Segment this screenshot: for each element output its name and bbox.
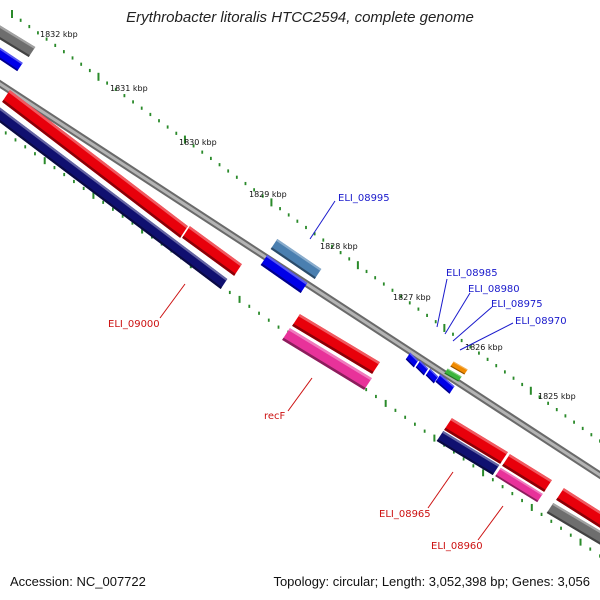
- gene-arrow-pink-recf-shadow: [282, 337, 366, 390]
- gene-label-eli-08975[interactable]: ELI_08975: [491, 299, 543, 310]
- gene-arrow-blue-1-shadow: [0, 57, 19, 72]
- gene-arrow-blue-eli-08985-highlight: [409, 352, 419, 362]
- gene-arrow-steel-eli-08995[interactable]: [270, 238, 322, 280]
- gene-arrow-blue-eli-08995-highlight: [266, 254, 308, 285]
- gene-arrow-red-eli-08965-highlight: [450, 418, 508, 455]
- gene-arrow-steel-eli-08995-highlight: [276, 238, 322, 271]
- gene-arrow-red-3-shadow: [556, 497, 600, 528]
- gene-arrow-gray-1-highlight: [0, 25, 36, 49]
- scale-label-1827: 1827 kbp: [393, 293, 431, 302]
- gene-arrow-red-3-highlight: [562, 488, 600, 515]
- scale-label-1829: 1829 kbp: [249, 190, 287, 199]
- gene-arrow-red-eli-08960-highlight: [508, 454, 552, 483]
- gene-arrow-red-recf-upper-shadow: [292, 323, 374, 374]
- scale-label-1832: 1832 kbp: [40, 30, 78, 39]
- gene-arrow-red-2-highlight: [188, 226, 242, 267]
- gene-label-eli-08960[interactable]: ELI_08960: [431, 541, 483, 552]
- gene-arrow-red-eli-08960-shadow: [502, 463, 546, 492]
- gene-label-eli-08980[interactable]: ELI_08980: [468, 284, 520, 295]
- gene-arrow-blue-eli-08970-highlight: [439, 374, 455, 388]
- gene-label-eli-08985[interactable]: ELI_08985: [446, 268, 498, 279]
- gene-arrow-red-eli-08965[interactable]: [444, 418, 508, 464]
- gene-arrow-navy-eli-08965-shadow: [436, 439, 494, 476]
- gene-arrow-navy-1-highlight: [0, 107, 228, 281]
- gene-arrow-red-2[interactable]: [182, 226, 242, 276]
- gene-arrow-pink-recf-highlight: [288, 328, 372, 381]
- gene-arrow-pink-eli-08960-shadow: [495, 474, 539, 503]
- scale-label-1825: 1825 kbp: [538, 392, 576, 401]
- gene-arrow-red-eli-08965-shadow: [444, 427, 502, 464]
- gene-arrow-green-shadow: [444, 372, 459, 382]
- scale-label-1831: 1831 kbp: [110, 84, 148, 93]
- gene-label-eli-08970[interactable]: ELI_08970: [515, 316, 567, 327]
- scale-label-1826: 1826 kbp: [465, 343, 503, 352]
- gene-arrow-blue-eli-08975-shadow: [425, 374, 435, 384]
- gene-arrow-red-2-shadow: [182, 235, 236, 276]
- gene-arrow-blue-eli-08980[interactable]: [415, 360, 429, 376]
- gene-arrow-red-recf-upper[interactable]: [292, 314, 380, 374]
- gene-arrow-gray-2-highlight: [552, 502, 600, 534]
- gene-features: [0, 25, 600, 545]
- gene-arrow-blue-eli-08980-highlight: [419, 360, 429, 370]
- gene-arrow-orange[interactable]: [450, 361, 468, 375]
- gene-arrow-gray-1-shadow: [0, 36, 30, 58]
- map-title: Erythrobacter litoralis HTCC2594, comple…: [126, 9, 474, 26]
- gene-arrow-steel-eli-08995-shadow: [270, 247, 316, 280]
- scale-label-1830: 1830 kbp: [179, 138, 217, 147]
- scale-label-1828: 1828 kbp: [320, 242, 358, 251]
- gene-arrow-pink-eli-08960-highlight: [499, 467, 543, 496]
- gene-label-recf[interactable]: recF: [264, 411, 286, 422]
- gene-arrow-blue-eli-08995-shadow: [260, 263, 302, 294]
- gene-arrow-navy-eli-08965[interactable]: [436, 430, 500, 476]
- gene-label-eli-09000[interactable]: ELI_09000: [108, 319, 160, 330]
- gene-label-eli-08965[interactable]: ELI_08965: [379, 509, 431, 520]
- gene-arrow-green[interactable]: [444, 368, 462, 382]
- gene-arrow-pink-eli-08960[interactable]: [495, 467, 543, 503]
- gene-label-eli-08995[interactable]: ELI_08995: [338, 193, 390, 204]
- gene-arrow-orange-highlight: [453, 361, 468, 371]
- gene-arrow-blue-eli-08975[interactable]: [425, 368, 439, 384]
- gene-arrow-blue-eli-08970[interactable]: [435, 374, 455, 394]
- genome-summary: Topology: circular; Length: 3,052,398 bp…: [273, 574, 590, 589]
- gene-arrow-blue-eli-08970-shadow: [435, 380, 451, 394]
- gene-arrow-red-recf-upper-highlight: [298, 314, 380, 365]
- gene-arrow-blue-eli-08980-shadow: [415, 366, 425, 376]
- callout-lines: [159, 200, 514, 541]
- gene-arrow-orange-shadow: [450, 365, 465, 375]
- gene-arrow-blue-eli-08985[interactable]: [405, 352, 419, 368]
- gene-arrow-red-1[interactable]: [2, 90, 188, 238]
- gene-arrow-gray-2-shadow: [546, 511, 600, 545]
- gene-arrow-blue-eli-08975-highlight: [429, 368, 439, 378]
- gene-arrow-green-highlight: [447, 368, 462, 378]
- gene-arrow-navy-eli-08965-highlight: [442, 430, 500, 467]
- gene-arrow-red-1-highlight: [8, 90, 188, 229]
- accession-text: Accession: NC_007722: [10, 574, 146, 589]
- gene-arrow-blue-1-highlight: [0, 47, 23, 65]
- gene-arrow-red-1-shadow: [2, 99, 182, 238]
- gene-arrow-blue-eli-08995[interactable]: [260, 254, 308, 294]
- scale-tick-track: [11, 10, 600, 443]
- gene-arrow-pink-recf[interactable]: [282, 328, 372, 390]
- gene-arrow-blue-eli-08985-shadow: [405, 358, 415, 368]
- gene-arrow-navy-1-shadow: [0, 119, 222, 290]
- gene-arrow-red-eli-08960[interactable]: [502, 454, 552, 492]
